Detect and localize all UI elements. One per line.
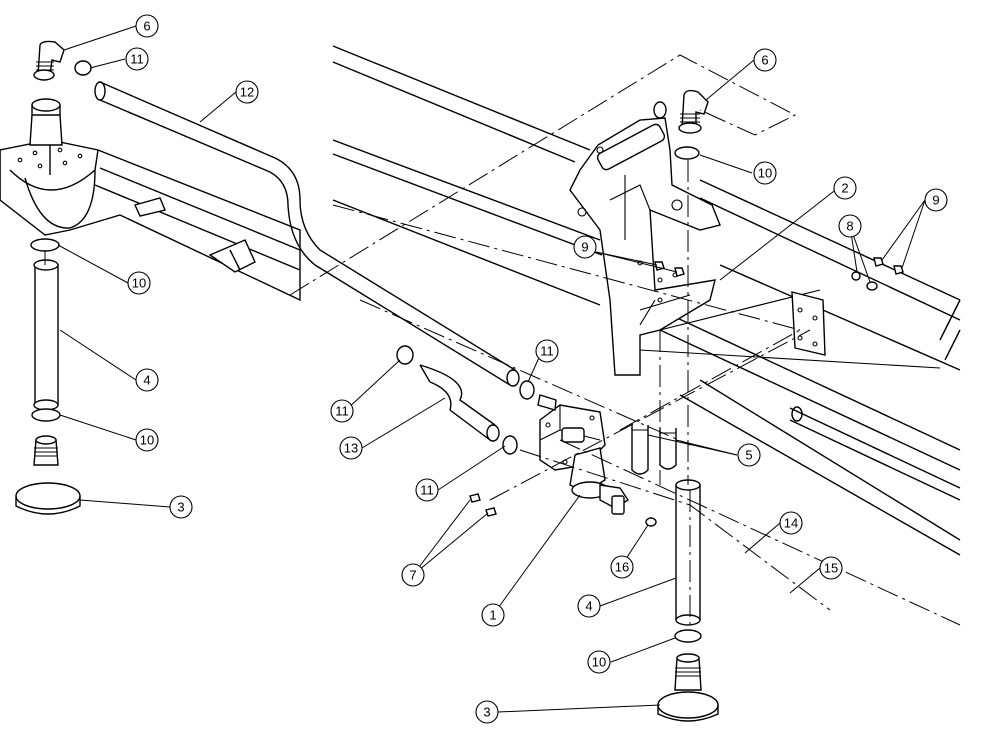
callout-label: 4 [143, 373, 150, 388]
callout-label: 6 [761, 53, 768, 68]
center-lines [44, 54, 961, 630]
callout-label: 2 [841, 181, 848, 196]
hardware-8-9 [654, 257, 904, 291]
hose-13 [419, 364, 500, 442]
callout-layer: 6 11 12 10 4 10 3 6 10 2 9 8 9 11 11 13 … [125, 14, 948, 724]
callout-bubble: 16 [610, 555, 634, 579]
mounting-bracket-2 [569, 101, 721, 376]
callout-label: 1 [489, 608, 496, 623]
callout-bubble: 12 [235, 80, 259, 104]
callout-bubble: 10 [587, 650, 611, 674]
callout-label: 5 [745, 448, 752, 463]
callout-bubble: 3 [475, 700, 499, 724]
left-duct-assembly [0, 98, 301, 302]
bolts-7 [469, 493, 497, 517]
leader-lines [57, 25, 926, 713]
callout-bubble: 4 [577, 594, 601, 618]
callout-bubble: 4 [135, 368, 159, 392]
callout-bubble: 8 [838, 214, 862, 238]
callout-bubble: 6 [135, 14, 159, 38]
callout-bubble: 15 [819, 556, 843, 580]
u-bolt-5 [631, 425, 677, 475]
callout-label: 10 [140, 433, 154, 448]
callout-bubble: 3 [169, 495, 193, 519]
callout-label: 10 [592, 655, 606, 670]
callout-bubble: 11 [415, 478, 439, 502]
callout-bubble: 9 [924, 188, 948, 212]
callout-bubble: 11 [330, 399, 354, 423]
right-vertical-tube [657, 146, 719, 722]
callout-label: 11 [335, 404, 349, 419]
callout-bubble: 6 [753, 48, 777, 72]
callout-bubble: 10 [127, 271, 151, 295]
callout-bubble: 10 [753, 161, 777, 185]
callout-bubble: 10 [135, 428, 159, 452]
callout-label: 4 [585, 599, 592, 614]
boom-frame [332, 45, 961, 556]
callout-label: 11 [420, 483, 434, 498]
callout-bubble: 7 [401, 563, 425, 587]
callout-label: 10 [132, 276, 146, 291]
callout-label: 9 [581, 240, 588, 255]
callout-label: 11 [130, 52, 144, 67]
callout-bubble: 14 [779, 511, 803, 535]
left-vertical-tube [15, 238, 81, 515]
clamp-11-group [74, 60, 535, 455]
valve-assembly-1 [537, 394, 657, 527]
callout-label: 3 [177, 500, 184, 515]
callout-label: 7 [409, 568, 416, 583]
callout-label: 10 [758, 166, 772, 181]
elbow-6-right [678, 89, 709, 134]
callout-bubble: 9 [573, 235, 597, 259]
callout-bubble: 11 [535, 339, 559, 363]
elbow-6-left [33, 40, 65, 81]
callout-label: 9 [932, 193, 939, 208]
callout-bubble: 13 [339, 436, 363, 460]
callout-bubble: 1 [481, 603, 505, 627]
callout-label: 8 [846, 219, 853, 234]
callout-bubble: 5 [737, 443, 761, 467]
callout-label: 3 [483, 705, 490, 720]
callout-bubble: 11 [125, 47, 149, 71]
callout-label: 15 [824, 561, 838, 576]
callout-label: 6 [143, 19, 150, 34]
callout-label: 14 [784, 516, 798, 531]
callout-label: 12 [240, 85, 254, 100]
callout-label: 16 [615, 560, 629, 575]
callout-label: 11 [540, 344, 554, 359]
callout-label: 13 [344, 441, 358, 456]
callout-bubble: 2 [833, 176, 857, 200]
hose-12 [94, 81, 520, 387]
